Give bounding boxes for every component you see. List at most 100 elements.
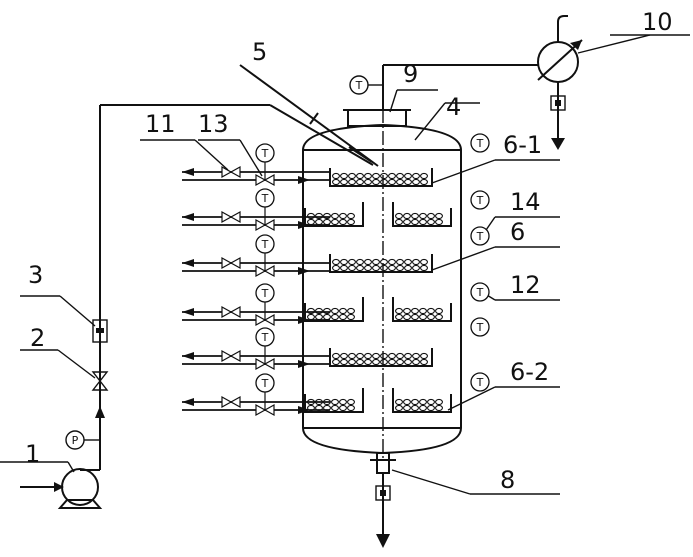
thermometer-symbol: T bbox=[261, 377, 269, 390]
pressure-gauge-symbol: P bbox=[72, 434, 79, 447]
packing-coil bbox=[388, 352, 396, 360]
condensate-flow-indicator-core bbox=[555, 100, 561, 106]
packing-coil bbox=[340, 358, 348, 366]
packing-coil bbox=[411, 218, 419, 226]
packing-coil bbox=[411, 212, 419, 220]
valve-icon bbox=[255, 264, 267, 278]
packing-coil bbox=[347, 398, 355, 406]
valve-icon bbox=[221, 210, 233, 224]
leader-8-tip bbox=[391, 469, 471, 495]
packing-coil bbox=[427, 307, 435, 315]
packing-coil bbox=[347, 313, 355, 321]
packing-coil bbox=[315, 218, 323, 226]
valve-icon bbox=[255, 218, 267, 232]
packing-coil bbox=[388, 172, 396, 180]
thermometer-icon bbox=[255, 373, 275, 393]
feed-pipe-inlet bbox=[269, 104, 374, 166]
packing-coil bbox=[427, 313, 435, 321]
pump-base bbox=[57, 499, 103, 509]
valve-icon bbox=[255, 313, 267, 327]
packing-coil bbox=[339, 212, 347, 220]
packing-coil bbox=[323, 307, 331, 315]
packing-coil bbox=[339, 404, 347, 412]
label-6: 6 bbox=[510, 218, 525, 246]
packing-coil bbox=[435, 398, 443, 406]
packing-coil bbox=[420, 352, 428, 360]
thermometer-symbol: T bbox=[261, 238, 269, 251]
thermometer-icon bbox=[470, 282, 490, 302]
valve-icon-right bbox=[229, 305, 241, 319]
packing-coil bbox=[427, 398, 435, 406]
top-outlet-nozzle bbox=[347, 109, 407, 127]
leader-6-tip bbox=[431, 246, 496, 271]
label-11: 11 bbox=[145, 110, 176, 138]
packing-coil bbox=[332, 358, 340, 366]
feed-pipe-sleeve bbox=[309, 112, 319, 125]
packing-coil bbox=[372, 172, 380, 180]
packing-coil bbox=[348, 358, 356, 366]
packing-coil bbox=[340, 178, 348, 186]
valve-icon-right bbox=[263, 173, 275, 187]
valve-icon-right bbox=[229, 256, 241, 270]
valve-icon bbox=[91, 371, 109, 383]
flow-arrow-icon bbox=[54, 482, 64, 492]
packing-coil bbox=[340, 172, 348, 180]
packing-coil bbox=[420, 172, 428, 180]
heat-exchanger-arrow bbox=[570, 40, 582, 50]
thermometer-icon bbox=[470, 190, 490, 210]
feed-pipe-leader bbox=[239, 64, 379, 167]
packing-coil bbox=[420, 264, 428, 272]
valve-icon-right bbox=[229, 210, 241, 224]
flow-arrow-icon bbox=[551, 138, 565, 150]
thermometer-symbol: T bbox=[476, 376, 484, 389]
packing-coil bbox=[380, 358, 388, 366]
valve-icon bbox=[221, 395, 233, 409]
packing-coil bbox=[356, 258, 364, 266]
label-10: 10 bbox=[642, 8, 673, 36]
flow-arrow-icon bbox=[298, 406, 310, 414]
packing-coil bbox=[364, 358, 372, 366]
packing-coil bbox=[339, 313, 347, 321]
flowmeter-float bbox=[96, 328, 104, 333]
label-13: 13 bbox=[198, 110, 229, 138]
packing-coil bbox=[307, 313, 315, 321]
packing-coil bbox=[396, 358, 404, 366]
packing-coil bbox=[372, 178, 380, 186]
packing-coil bbox=[403, 307, 411, 315]
thermometer-icon bbox=[255, 234, 275, 254]
packing-coil bbox=[404, 178, 412, 186]
packing-coil bbox=[388, 264, 396, 272]
leader-13-tip bbox=[239, 139, 263, 177]
packing-coil bbox=[395, 404, 403, 412]
leader-10 bbox=[577, 34, 651, 54]
tray-outline bbox=[329, 168, 433, 187]
leader-4-tip bbox=[414, 102, 446, 141]
packing-coil bbox=[419, 313, 427, 321]
packing-coil bbox=[356, 352, 364, 360]
flow-arrow-icon bbox=[298, 176, 310, 184]
packing-coil bbox=[388, 178, 396, 186]
packing-coil bbox=[339, 218, 347, 226]
packing-coil bbox=[323, 218, 331, 226]
thermometer-symbol: T bbox=[261, 192, 269, 205]
packing-coil bbox=[348, 172, 356, 180]
packing-coil bbox=[372, 358, 380, 366]
packing-coil bbox=[404, 358, 412, 366]
packing-coil bbox=[404, 172, 412, 180]
vessel bbox=[302, 65, 462, 548]
valve-icon bbox=[221, 256, 233, 270]
thermometer-icon bbox=[255, 143, 275, 163]
packing-coil bbox=[380, 172, 388, 180]
label-12: 12 bbox=[510, 271, 541, 299]
packing-coil bbox=[412, 178, 420, 186]
valve-icon bbox=[221, 165, 233, 179]
packing-coil bbox=[331, 218, 339, 226]
packing-coil bbox=[396, 264, 404, 272]
valve-icon bbox=[221, 305, 233, 319]
packing-coil bbox=[380, 258, 388, 266]
packing-coil bbox=[404, 264, 412, 272]
pressure-gauge-icon bbox=[65, 430, 85, 450]
packing-coil bbox=[372, 258, 380, 266]
flow-arrow-icon bbox=[182, 352, 194, 360]
